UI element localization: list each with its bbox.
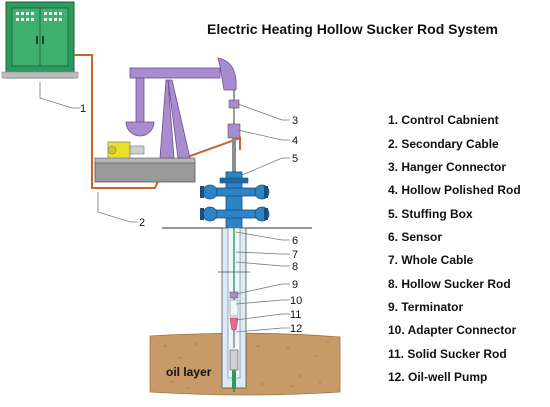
legend-item-7: 7. Whole Cable xyxy=(388,253,474,267)
legend-item-3: 3. Hanger Connector xyxy=(388,160,506,174)
callout-3: 3 xyxy=(292,115,298,127)
callout-8: 8 xyxy=(292,261,298,273)
legend-item-11: 11. Solid Sucker Rod xyxy=(388,347,507,361)
well-casing xyxy=(218,227,250,392)
wellhead xyxy=(200,171,270,229)
legend-item-2: 2. Secondary Cable xyxy=(388,137,499,151)
legend-item-6: 6. Sensor xyxy=(388,230,442,244)
callout-5: 5 xyxy=(292,153,298,165)
callout-2: 2 xyxy=(139,217,145,229)
control-cabinet xyxy=(1,1,79,79)
callout-10: 10 xyxy=(290,295,302,307)
legend-item-9: 9. Terminator xyxy=(388,300,463,314)
diagram-title: Electric Heating Hollow Sucker Rod Syste… xyxy=(207,21,498,37)
callout-12: 12 xyxy=(290,323,302,335)
legend: 1. Control Cabnient 2. Secondary Cable 3… xyxy=(388,113,521,384)
legend-item-8: 8. Hollow Sucker Rod xyxy=(388,277,511,291)
callout-lines xyxy=(39,82,290,333)
callout-4: 4 xyxy=(292,135,298,147)
callout-1: 1 xyxy=(80,103,86,115)
legend-item-1: 1. Control Cabnient xyxy=(388,113,499,127)
pump-jack xyxy=(94,57,237,183)
legend-item-10: 10. Adapter Connector xyxy=(388,323,517,337)
polished-rod xyxy=(227,90,241,172)
callout-7: 7 xyxy=(292,249,298,261)
callout-11: 11 xyxy=(290,309,301,321)
legend-item-5: 5. Stuffing Box xyxy=(388,207,473,221)
callout-6: 6 xyxy=(292,235,298,247)
legend-item-4: 4. Hollow Polished Rod xyxy=(388,183,521,197)
callout-9: 9 xyxy=(292,279,298,291)
oil-layer-label: oil layer xyxy=(166,365,212,379)
legend-item-12: 12. Oil-well Pump xyxy=(388,370,487,384)
